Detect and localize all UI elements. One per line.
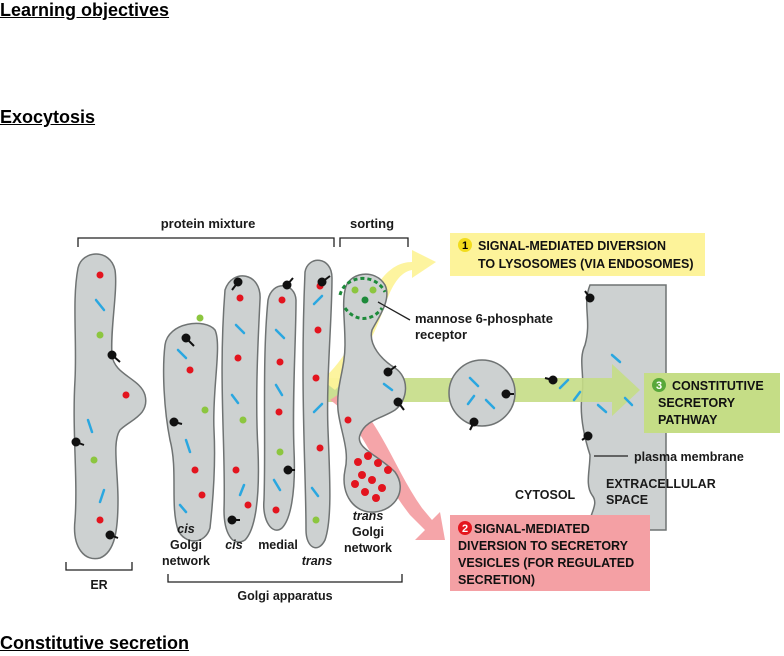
extracellular-label-line1: EXTRACELLULAR [606,477,716,491]
pathway-3-number: 3 [656,380,662,392]
mannose-label-line2: receptor [415,327,467,342]
er-label: ER [90,578,107,592]
pathway-3-badge [652,378,666,392]
cis-golgi-network-label-1: cis [177,522,194,536]
protein-mixture-bracket [77,237,335,247]
pathway-3-line2: SECRETORY [658,396,736,410]
plasma-membrane-label: plasma membrane [634,450,744,464]
pathway-3-box: 3 CONSTITUTIVE SECRETORY PATHWAY [644,373,780,433]
pathway-2-line3: VESICLES (FOR REGULATED [458,556,634,570]
pathway-2-line4: SECRETION) [458,573,535,587]
cis-cisterna-membrane [221,275,261,543]
extracellular-label-line2: SPACE [606,493,648,507]
pathway-2-number: 2 [462,523,468,535]
er-bracket [65,562,133,571]
heading-constitutive-secretion: Constitutive secretion [0,633,190,653]
trans-golgi-network-label-3: network [344,541,392,555]
receptor-coat [338,276,387,296]
pathway-2-badge [458,521,472,535]
heading-learning-objectives: Learning objectives [0,0,170,20]
pathway-3-line1: CONSTITUTIVE [672,379,764,393]
pathway-2-line1: SIGNAL-MEDIATED [474,522,590,536]
sorting-label: sorting [350,216,394,231]
pathway-1-number: 1 [462,240,468,252]
receptor-coat-lower [343,307,384,320]
secretory-vesicle [448,359,516,427]
pathway-2-box: 2 SIGNAL-MEDIATED DIVERSION TO SECRETORY… [450,515,650,591]
trans-golgi-network-label-2: Golgi [352,525,384,539]
mannose-label-line1: mannose 6-phosphate [415,311,553,326]
trans-golgi-network-label-1: trans [353,509,384,523]
cis-golgi-network-membrane [162,322,219,542]
trans-cisterna-membrane [302,259,333,549]
trans-label: trans [302,554,333,568]
pathway-1-line2: TO LYSOSOMES (VIA ENDOSOMES) [478,257,694,271]
medial-label: medial [258,538,298,552]
cis-golgi-network-label-3: network [162,554,210,568]
sorting-bracket [339,237,409,247]
pathway-2-line2: DIVERSION TO SECRETORY [458,539,629,553]
plasma-membrane-region [580,284,667,531]
mannose-pointer-line [377,301,411,321]
pathway-1-line1: SIGNAL-MEDIATED DIVERSION [478,239,666,253]
cytosol-label: CYTOSOL [515,488,576,502]
er-membrane [73,253,147,560]
brackets [65,237,628,583]
medial-cisterna-membrane [263,285,297,531]
pathway-3-line3: PATHWAY [658,413,718,427]
golgi-apparatus-bracket [167,574,403,583]
protein-mixture-label: protein mixture [161,216,256,231]
cis-golgi-network-label-2: Golgi [170,538,202,552]
pathway-1-box: 1 SIGNAL-MEDIATED DIVERSION TO LYSOSOMES… [450,233,705,276]
cargo-proteins [71,271,634,540]
pathway-1-badge [458,238,472,252]
cis-label: cis [225,538,242,552]
heading-exocytosis: Exocytosis [0,107,96,127]
golgi-apparatus-label: Golgi apparatus [237,589,332,603]
trans-golgi-network-membrane [336,273,407,513]
